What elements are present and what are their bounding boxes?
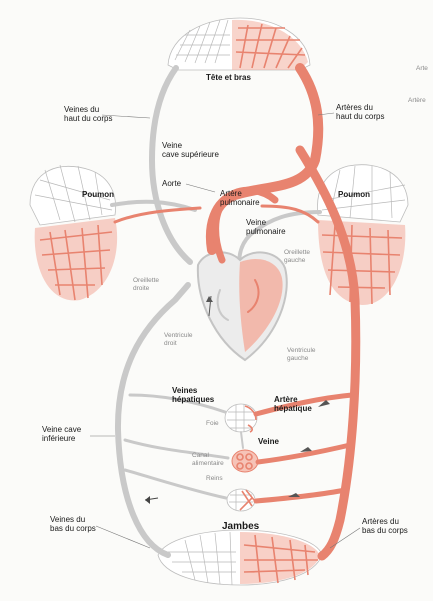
label-artere-pulm-1: Artère: [220, 189, 242, 198]
capillary-head-arms: [168, 18, 310, 70]
label-jambes: Jambes: [222, 521, 260, 532]
label-veine-pulm-2: pulmonaire: [246, 227, 286, 236]
capillary-kidneys: [227, 489, 255, 511]
label-vg-2: gauche: [287, 355, 309, 362]
capillary-gut: [232, 450, 258, 472]
label-arteres-bas-1: Artères du: [362, 517, 399, 526]
label-veines-haut-1: Veines du: [64, 105, 99, 114]
label-veine: Veine: [258, 437, 279, 446]
label-poumon-right: Poumon: [338, 190, 370, 199]
label-veines-bas-2: bas du corps: [50, 524, 96, 533]
capillary-lung-right: [317, 165, 408, 305]
label-edge-mid: Artère: [408, 97, 426, 104]
label-arteres-haut-2: haut du corps: [336, 112, 384, 121]
label-canal-2: alimentaire: [192, 460, 224, 467]
label-og-2: gauche: [284, 257, 306, 264]
label-og-1: Oreillette: [284, 249, 310, 256]
label-canal-1: Canal: [192, 452, 210, 459]
label-artere-hep-1: Artère: [274, 395, 298, 404]
label-vd-2: droit: [164, 340, 177, 347]
label-aorte: Aorte: [162, 179, 182, 188]
label-poumon-left: Poumon: [82, 190, 114, 199]
label-vci-2: inférieure: [42, 434, 76, 443]
label-arteres-bas-2: bas du corps: [362, 526, 408, 535]
label-vcs-1: Veine: [162, 141, 183, 150]
label-od-1: Oreillette: [133, 277, 159, 284]
capillary-legs: [158, 530, 322, 585]
label-arteres-haut-1: Artères du: [336, 103, 373, 112]
label-veines-hep-2: hépatiques: [172, 395, 215, 404]
label-tete-bras: Tête et bras: [206, 73, 251, 82]
label-vcs-2: cave supérieure: [162, 150, 219, 159]
capillary-lung-left: [30, 165, 117, 300]
label-veine-pulm-1: Veine: [246, 218, 267, 227]
label-veines-hep-1: Veines: [172, 386, 198, 395]
label-foie: Foie: [206, 420, 219, 427]
label-od-2: droite: [133, 285, 150, 292]
label-reins: Reins: [206, 475, 223, 482]
label-veines-bas-1: Veines du: [50, 515, 85, 524]
leader-aorte: [186, 184, 215, 192]
label-vci-1: Veine cave: [42, 425, 82, 434]
capillary-liver: [225, 404, 257, 432]
label-artere-pulm-2: pulmonaire: [220, 198, 260, 207]
label-artere-hep-2: hépatique: [274, 404, 312, 413]
label-vd-1: Ventricule: [164, 332, 193, 339]
heart: [198, 252, 287, 360]
label-vg-1: Ventricule: [287, 347, 316, 354]
label-edge-top: Arte: [416, 65, 428, 72]
